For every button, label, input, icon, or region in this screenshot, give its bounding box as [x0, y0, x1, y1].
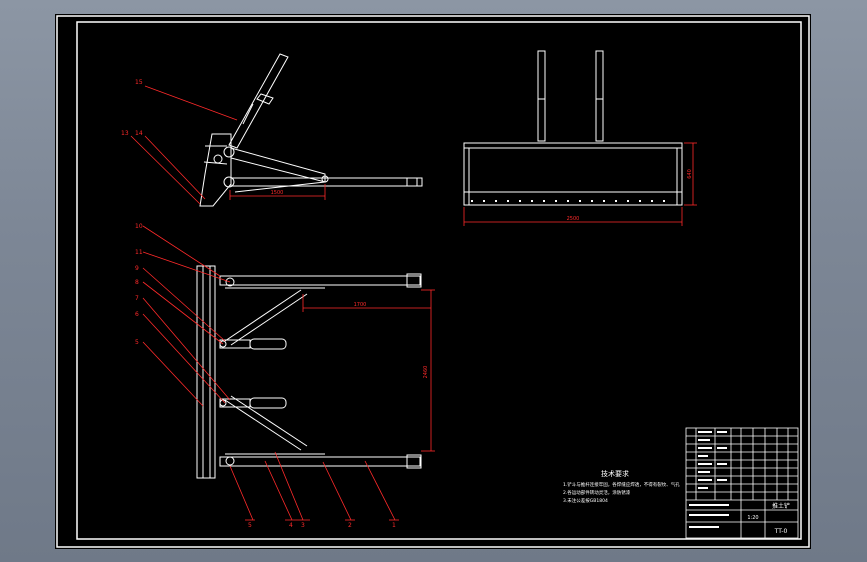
callout-1: 1	[392, 522, 396, 529]
callout-9: 9	[135, 265, 139, 272]
callout-2: 2	[348, 522, 352, 529]
cad-drawing: 1500 15 13 14 2500	[56, 15, 810, 548]
callout-8: 8	[135, 279, 139, 286]
callout-7: 7	[135, 295, 139, 302]
callout-3: 3	[301, 522, 305, 529]
dim-side-view: 1500	[271, 190, 284, 196]
callout-10: 10	[135, 223, 143, 230]
notes-title: 技术要求	[601, 469, 629, 478]
dim-front-height: 640	[687, 169, 693, 179]
outer-frame	[56, 15, 810, 548]
title-block	[685, 427, 799, 539]
callout-5-left: 5	[135, 339, 139, 346]
notes-line-1: 1.铲斗与推杆连接牢固，各焊缝应焊透，不得有裂纹、气孔	[563, 481, 680, 488]
cylinder-side	[228, 53, 289, 149]
callout-11: 11	[135, 249, 143, 256]
push-arm-side	[230, 147, 326, 183]
callout-6: 6	[135, 311, 139, 318]
title-block-fills	[689, 431, 729, 528]
drawing-name: 推土铲	[772, 502, 790, 510]
notes-line-2: 2.各运动部件转动灵活，涂防锈漆	[563, 489, 631, 496]
front-view	[463, 50, 683, 206]
callout-15: 15	[135, 79, 143, 86]
dim-front-width: 2500	[567, 216, 580, 222]
dim-plan-horizontal: 1700	[354, 302, 367, 308]
inner-frame	[76, 21, 802, 540]
notes-line-3: 3.未注公差按GB1804	[563, 497, 608, 504]
drawing-number: TT-0	[774, 528, 788, 535]
side-view	[199, 53, 423, 207]
blade-plan	[196, 265, 216, 479]
blade-side	[199, 133, 232, 207]
drawing-sheet: 1500 15 13 14 2500	[55, 14, 811, 549]
plan-view	[196, 265, 422, 479]
callout-13: 13	[121, 130, 129, 137]
callout-5-bottom: 5	[248, 522, 252, 529]
callout-4: 4	[289, 522, 293, 529]
drawing-scale: 1:20	[747, 515, 758, 521]
dim-plan-vertical: 2460	[423, 366, 429, 379]
callout-14: 14	[135, 130, 143, 137]
blade-front	[463, 142, 683, 206]
front-view-bolts	[471, 200, 665, 202]
